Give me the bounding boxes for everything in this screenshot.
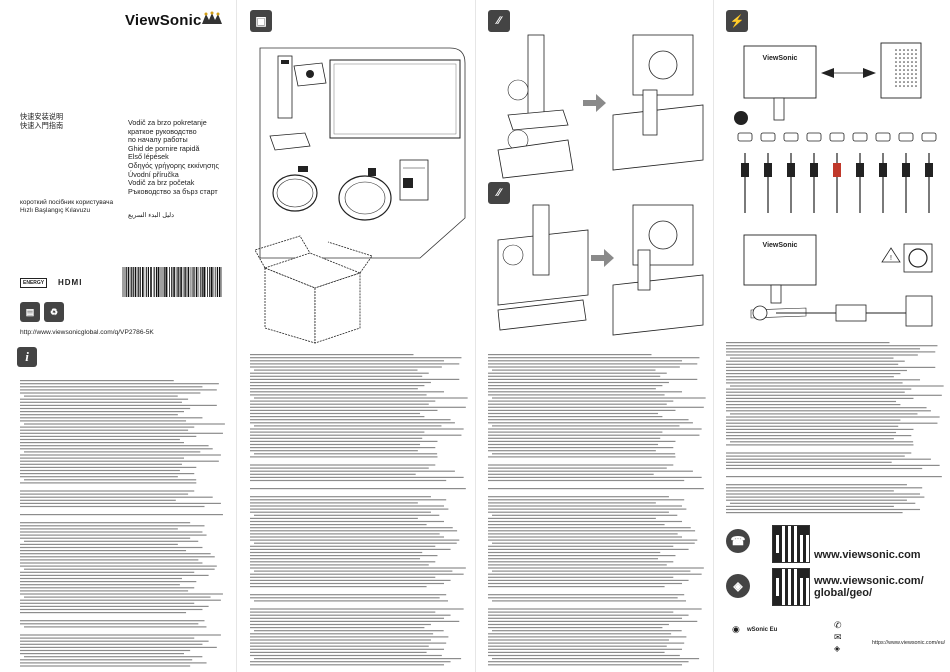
contents-panel: ▣ — [240, 0, 473, 672]
box-icon: ▣ — [250, 10, 272, 32]
title-item: краткое руководство — [128, 126, 197, 136]
brand-logo: ViewSonic — [125, 12, 202, 29]
barcode-icon — [122, 267, 222, 297]
box-contents-diagram — [254, 47, 466, 344]
geo-link-line: www.viewsonic.com/ — [814, 575, 924, 587]
title-item: короткий посібник користувача — [20, 199, 114, 206]
fold-line — [236, 0, 237, 672]
energy-logo: ENERGY — [20, 278, 48, 288]
fold-line — [713, 0, 714, 672]
title-left-list: короткий посібник користувача Hızlı Başl… — [20, 199, 113, 216]
stand-removal-diagram — [497, 204, 704, 336]
mail-icon: ✉ — [834, 632, 842, 642]
globe-icon: ◈ — [726, 574, 750, 598]
qr-code-geo — [772, 568, 810, 606]
footer-url[interactable]: https://www.viewsonic.com/eu/ — [872, 640, 946, 646]
title-item: Οδηγός γρήγορης εκκίνησης — [128, 160, 219, 170]
title-item: Ghid de pornire rapidă — [128, 143, 200, 153]
power-diagram: ViewSonic ! — [743, 234, 933, 327]
title-cn-traditional: 快速入門指南 — [20, 121, 64, 130]
connection-panel: ⚡ ViewSonic ViewSonic ! ☎ ◈ — [716, 0, 950, 672]
text-block — [726, 340, 944, 515]
geo-link-line: global/geo/ — [814, 587, 873, 599]
stand-install-diagram — [497, 34, 704, 179]
info-icon: i — [17, 347, 37, 367]
title-item: Vodič za brzo pokretanje — [128, 118, 207, 127]
title-list: Vodič za brzo pokretanje краткое руковод… — [128, 118, 219, 196]
power-icon: ⚡ — [726, 10, 748, 32]
hdmi-logo: HDMI — [58, 278, 83, 287]
product-url: http://www.viewsonicglobal.com/q/VP2786-… — [20, 329, 154, 336]
birds-logo-icon — [202, 11, 222, 24]
text-block — [250, 352, 468, 668]
title-item: Első lépések — [128, 152, 169, 162]
text-block — [20, 378, 225, 668]
title-cn-simplified: 快速安装说明 — [20, 112, 64, 121]
wall-mount-icon: ∕∕ — [488, 182, 510, 204]
installation-panel: ∕∕ ∕∕ — [478, 0, 711, 672]
title-item: Ръководство за бърз старт — [128, 186, 218, 196]
phone-icon: ✆ — [834, 620, 842, 630]
fold-line — [475, 0, 476, 672]
book-icon: ▤ — [20, 302, 40, 322]
text-block — [488, 352, 706, 668]
globe-small-icon: ◈ — [834, 644, 841, 653]
stand-icon: ∕∕ — [488, 10, 510, 32]
cover-panel: ViewSonic 快速安装说明 快速入門指南 Vodič za brzo po… — [0, 0, 233, 672]
support-icon: ☎ — [726, 529, 750, 553]
connection-diagram: ViewSonic — [734, 42, 937, 213]
title-arabic: دليل البدء السريع — [128, 212, 175, 219]
location-icon: ◉ — [732, 624, 740, 634]
title-item: по началу работы — [128, 135, 188, 145]
monitor-brand-label: ViewSonic — [763, 242, 798, 249]
svg-text:!: ! — [890, 255, 892, 262]
website-link[interactable]: www.viewsonic.com — [814, 549, 921, 561]
qr-code-support — [772, 525, 810, 563]
title-item: Vodič za brz početak — [128, 178, 195, 188]
title-item: Hızlı Başlangıç Kılavuzu — [20, 207, 91, 215]
recycle-icon: ♻ — [44, 302, 64, 322]
footer-label: wSonic Eu — [747, 627, 778, 633]
monitor-brand-label: ViewSonic — [763, 55, 798, 62]
title-item: Úvodní příručka — [128, 169, 179, 179]
geo-website-link[interactable]: www.viewsonic.com/ global/geo/ — [814, 575, 924, 599]
